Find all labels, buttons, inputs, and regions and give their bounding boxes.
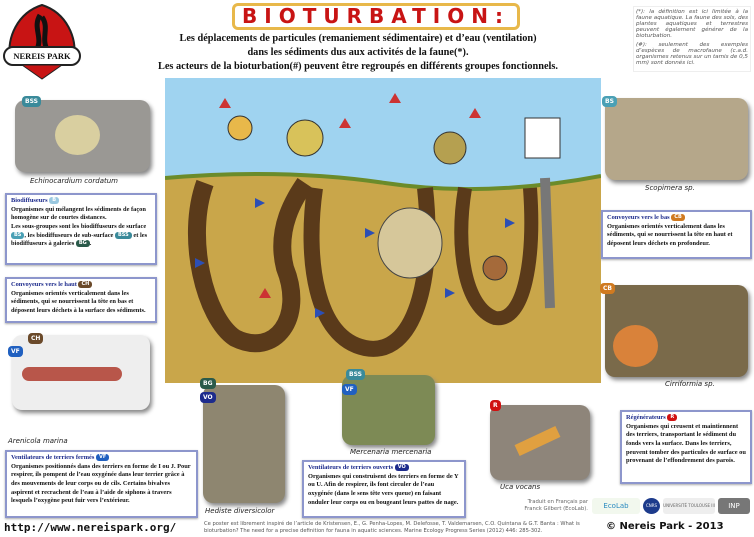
biodiffuseurs-subgroups: Les sous-groupes sont les biodiffuseurs … bbox=[11, 222, 147, 230]
biodiffuseurs-subgroups-4: . bbox=[89, 240, 92, 248]
caption-echinocardium: Echinocardium cordatum bbox=[30, 177, 118, 185]
badge-vo: VO bbox=[394, 464, 409, 472]
nereis-park-logo: NEREIS PARK bbox=[2, 3, 82, 81]
logo-text: NEREIS PARK bbox=[13, 51, 71, 61]
bioturbation-illustration bbox=[164, 78, 602, 383]
photo-scopimera bbox=[605, 98, 748, 180]
convoyeurs-haut-title: Convoyeurs vers le haut bbox=[11, 281, 77, 288]
tag-vo: VO bbox=[200, 392, 216, 403]
caption-scopimera: Scopimera sp. bbox=[645, 184, 695, 192]
regenerateurs-text: Organismes qui creusent et maintiennent … bbox=[626, 422, 746, 465]
photo-arenicola bbox=[12, 335, 150, 410]
subtitle-line-1: Les déplacements de particules (remaniem… bbox=[179, 33, 537, 44]
tag-bss-2: BSS bbox=[346, 369, 365, 380]
tag-ch: CH bbox=[28, 333, 44, 344]
box-ventilateurs-fermes: Ventilateurs de terriers fermés VF Organ… bbox=[5, 450, 198, 518]
badge-bss: BSS bbox=[114, 231, 132, 239]
ventilateurs-fermes-title: Ventilateurs de terriers fermés bbox=[11, 454, 95, 461]
box-convoyeurs-haut: Convoyeurs vers le haut CH Organismes or… bbox=[5, 277, 157, 323]
footnote-1: (*): la définition est ici limitée à la … bbox=[636, 9, 748, 39]
poster-title: BIOTURBATION: bbox=[232, 3, 520, 30]
copyright: © Nereis Park - 2013 bbox=[606, 521, 724, 532]
tag-bg: BG bbox=[200, 378, 216, 389]
tag-cb: CB bbox=[600, 283, 615, 294]
footnote-2: (#): seulement des exemples d’espèces de… bbox=[636, 42, 748, 66]
ventilateurs-fermes-text: Organismes positionnés dans des terriers… bbox=[11, 462, 191, 505]
regenerateurs-title: Régénérateurs bbox=[626, 414, 666, 421]
box-convoyeurs-bas: Convoyeurs vers le bas CB Organismes ori… bbox=[601, 210, 752, 259]
box-biodiffuseurs: Biodiffuseurs B Organismes qui mélangent… bbox=[5, 193, 157, 265]
convoyeurs-haut-text: Organismes orientés verticalement dans l… bbox=[11, 289, 146, 314]
badge-ch: CH bbox=[78, 281, 93, 289]
biodiffuseurs-title: Biodiffuseurs bbox=[11, 197, 48, 204]
caption-cirriformia: Cirriformia sp. bbox=[665, 380, 715, 388]
badge-bg: BG bbox=[75, 240, 90, 248]
tag-vf-2: VF bbox=[342, 384, 357, 395]
caption-uca: Uca vocans bbox=[500, 483, 541, 491]
subtitle-line-2: dans les sédiments dus aux activités de … bbox=[247, 47, 469, 58]
photo-mercenaria bbox=[342, 375, 435, 445]
footnotes: (*): la définition est ici limitée à la … bbox=[633, 6, 751, 72]
caption-mercenaria: Mercenaria mercenaria bbox=[350, 448, 432, 456]
logo-inp: INP bbox=[718, 498, 750, 514]
ventilateurs-ouverts-text: Organismes qui construisent des terriers… bbox=[308, 472, 459, 506]
photo-uca bbox=[490, 405, 590, 480]
photo-cirriformia bbox=[605, 285, 748, 377]
badge-vf: VF bbox=[95, 454, 110, 462]
caption-hediste: Hediste diversicolor bbox=[205, 507, 275, 515]
biodiffuseurs-subgroups-2: , les biodiffuseurs de sub-surface bbox=[24, 231, 114, 239]
tag-vf: VF bbox=[8, 346, 23, 357]
box-regenerateurs: Régénérateurs R Organismes qui creusent … bbox=[620, 410, 752, 484]
ventilateurs-ouverts-title: Ventilateurs de terriers ouverts bbox=[308, 464, 394, 471]
tag-bss: BSS bbox=[22, 96, 41, 107]
box-ventilateurs-ouverts: Ventilateurs de terriers ouverts VO Orga… bbox=[302, 460, 466, 518]
subtitle-line-3: Les acteurs de la bioturbation(#) peuven… bbox=[157, 61, 559, 72]
caption-arenicola: Arenicola marina bbox=[8, 437, 68, 445]
badge-r: R bbox=[667, 414, 678, 422]
logo-cnrs: CNRS bbox=[643, 498, 660, 514]
photo-echinocardium bbox=[15, 100, 150, 172]
biodiffuseurs-subgroups-3: et les biodiffuseurs à galeries bbox=[11, 231, 148, 248]
reference-text: Ce poster est librement inspiré de l’art… bbox=[204, 521, 580, 534]
convoyeurs-bas-title: Convoyeurs vers le bas bbox=[607, 214, 670, 221]
badge-cb: CB bbox=[671, 214, 685, 222]
translation-credit: Traduit en Français par Franck Gilbert (… bbox=[524, 499, 588, 512]
biodiffuseurs-text: Organismes qui mélangent les sédiments d… bbox=[11, 205, 146, 222]
convoyeurs-bas-text: Organismes orientés verticalement dans l… bbox=[607, 222, 733, 247]
website-link[interactable]: http://www.nereispark.org/ bbox=[4, 521, 177, 534]
logo-ecolab: EcoLab bbox=[592, 498, 640, 514]
logo-universite-toulouse: UNIVERSITÉ TOULOUSE III bbox=[663, 498, 715, 514]
photo-hediste bbox=[203, 385, 285, 503]
badge-bs: BS bbox=[11, 231, 25, 239]
tag-r: R bbox=[490, 400, 501, 411]
tag-bs: BS bbox=[602, 96, 617, 107]
badge-b: B bbox=[49, 197, 59, 205]
